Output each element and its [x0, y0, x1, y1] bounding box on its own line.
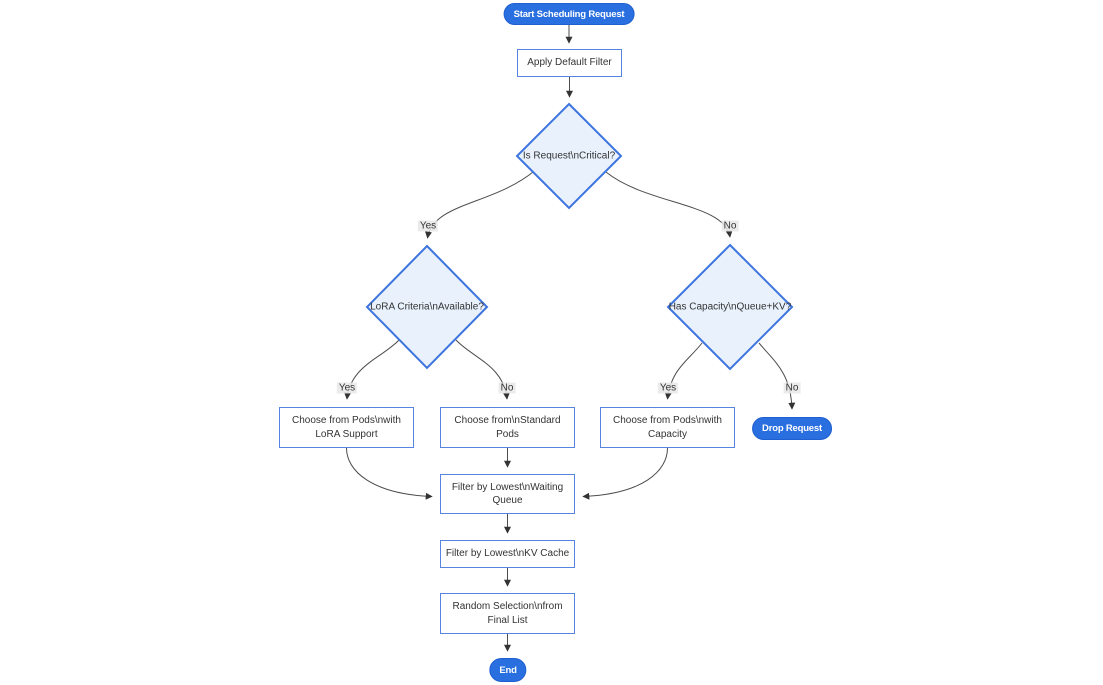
node-apply-default-filter-label: Apply Default Filter	[527, 57, 612, 69]
edge-critical-no	[605, 171, 733, 238]
edge-label-critical-no: No	[721, 220, 739, 232]
edge-choose-capacity-to-filter-queue	[582, 447, 668, 500]
decision-has-capacity-shape	[666, 243, 794, 371]
edge-label-critical-yes: Yes	[417, 220, 439, 232]
node-filter-waiting-queue: Filter by Lowest\nWaiting Queue	[440, 474, 575, 514]
edge-label-lora-no: No	[498, 382, 516, 394]
node-filter-kv-cache-label: Filter by Lowest\nKV Cache	[445, 548, 570, 560]
node-choose-lora-pods-label: Choose from Pods\nwith LoRA Support	[292, 415, 401, 440]
node-choose-capacity-pods-label: Choose from Pods\nwith Capacity	[613, 415, 722, 440]
node-start-label: Start Scheduling Request	[513, 8, 625, 20]
node-has-capacity-label: Has Capacity\nQueue+KV?	[668, 301, 792, 313]
decision-lora-criteria-shape	[365, 244, 489, 370]
node-random-selection: Random Selection\nfrom Final List	[440, 593, 575, 634]
node-filter-kv-cache: Filter by Lowest\nKV Cache	[440, 540, 575, 568]
edge-label-capacity-yes: Yes	[657, 382, 679, 394]
node-choose-lora-pods: Choose from Pods\nwith LoRA Support	[279, 407, 414, 448]
node-apply-default-filter: Apply Default Filter	[517, 49, 622, 77]
node-start: Start Scheduling Request	[503, 3, 635, 25]
decision-is-critical-shape	[515, 102, 623, 210]
node-choose-standard-pods: Choose from\nStandard Pods	[440, 407, 575, 448]
node-drop-request-label: Drop Request	[762, 423, 822, 434]
node-choose-capacity-pods: Choose from Pods\nwith Capacity	[600, 407, 735, 448]
node-choose-standard-pods-label: Choose from\nStandard Pods	[454, 415, 561, 440]
node-is-critical-label: Is Request\nCritical?	[522, 150, 616, 162]
node-end-label: End	[499, 664, 517, 676]
node-drop-request: Drop Request	[752, 417, 832, 440]
edge-capacity-no	[758, 342, 796, 410]
edge-critical-yes	[425, 171, 534, 239]
node-end: End	[489, 658, 527, 682]
node-lora-criteria-label: LoRA Criteria\nAvailable?	[370, 301, 484, 313]
edge-label-lora-yes: Yes	[336, 382, 358, 394]
edge-choose-lora-to-filter-queue	[346, 447, 433, 500]
edge-label-capacity-no: No	[783, 382, 801, 394]
node-filter-waiting-queue-label: Filter by Lowest\nWaiting Queue	[451, 481, 564, 507]
node-random-selection-label: Random Selection\nfrom Final List	[452, 601, 563, 626]
